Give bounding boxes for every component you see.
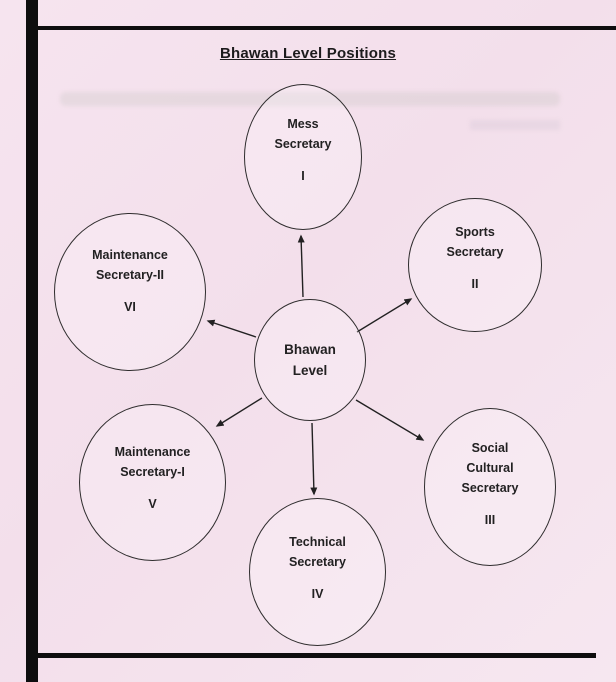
node-label-line: Technical [289, 535, 346, 549]
node-bhawan-level: Bhawan Level [254, 299, 366, 421]
node-label-line: Level [292, 363, 328, 378]
node-numeral: II [471, 277, 479, 291]
node-numeral: V [148, 496, 157, 511]
arrow-to-sports-secretary [356, 298, 413, 333]
node-numeral: VI [124, 300, 136, 314]
node-label-line: Social [471, 441, 509, 455]
node-label-line: Secretary [461, 481, 519, 495]
node-maintenance-secretary-ii: Maintenance Secretary-II VI [54, 213, 206, 371]
node-label-line: Secretary [446, 245, 504, 259]
node-label-line: Bhawan [284, 342, 336, 357]
arrow-to-technical-secretary [310, 422, 318, 496]
page-title: Bhawan Level Positions [219, 45, 397, 62]
arrow-to-social-cultural-secretary [355, 399, 425, 441]
arrow-to-mess-secretary [297, 234, 305, 298]
node-label-line: Cultural [466, 461, 514, 475]
node-technical-secretary: Technical Secretary IV [249, 498, 386, 646]
node-numeral: III [484, 513, 496, 527]
node-social-cultural-secretary: Social Cultural Secretary III [424, 408, 556, 566]
node-maintenance-secretary-i: Maintenance Secretary-I V [79, 404, 226, 561]
node-mess-secretary: Mess Secretary I [244, 84, 362, 230]
node-label-line: Secretary-II [95, 268, 165, 282]
arrow-to-maintenance-secretary-ii [206, 319, 257, 338]
node-label-line: Secretary-I [120, 464, 185, 479]
scan-edge-bottom [38, 653, 596, 658]
node-label-line: Maintenance [92, 248, 168, 262]
scan-edge-top [26, 26, 616, 30]
arrow-to-maintenance-secretary-i [215, 397, 263, 427]
node-numeral: IV [311, 587, 324, 601]
node-label-line: Mess [287, 117, 319, 131]
scan-artifact [470, 120, 560, 130]
node-numeral: I [301, 169, 305, 183]
scan-edge-left [26, 0, 38, 682]
node-label-line: Secretary [289, 555, 346, 569]
node-label-line: Sports [455, 225, 495, 239]
node-sports-secretary: Sports Secretary II [408, 198, 542, 332]
node-label-line: Maintenance [114, 444, 191, 459]
node-label-line: Secretary [274, 137, 332, 151]
